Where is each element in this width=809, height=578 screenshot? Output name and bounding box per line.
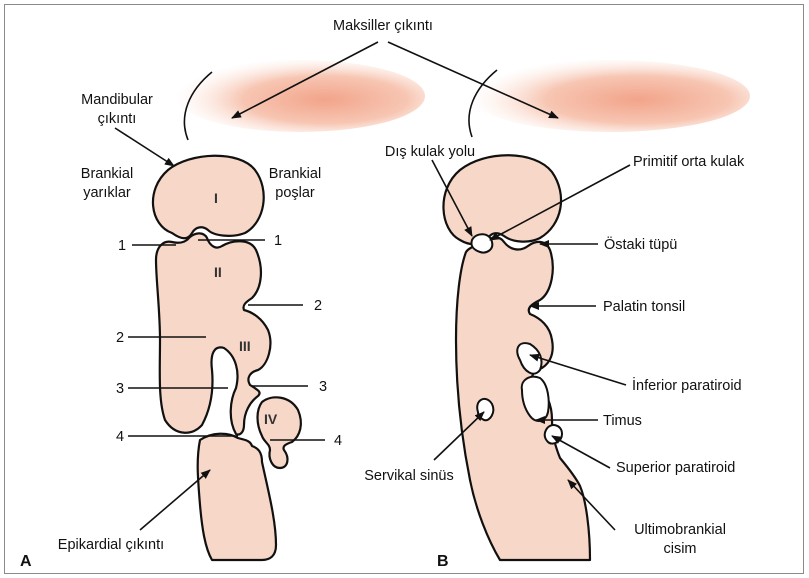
- cleft-4: 4: [116, 429, 124, 445]
- maxillary-label: Maksiller çıkıntı: [333, 18, 433, 34]
- ultimobranchial-label-2: cisim: [663, 541, 696, 557]
- epicardial-label: Epikardial çıkıntı: [58, 537, 164, 553]
- thymus-label: Timus: [603, 413, 642, 429]
- clefts-label-1: Brankial: [81, 166, 133, 182]
- mandibular-label-1: Mandibular: [81, 92, 153, 108]
- eustachian-label: Östaki tüpü: [604, 235, 677, 253]
- ear-canal-label: Dış kulak yolu: [385, 144, 475, 160]
- middle-ear-label: Primitif orta kulak: [633, 154, 745, 170]
- mandibular-label-2: çıkıntı: [98, 111, 137, 127]
- pouch-2: 2: [314, 298, 322, 314]
- pouch-3: 3: [319, 379, 327, 395]
- arch-iv: [258, 397, 301, 468]
- arch-ii-numeral: II: [214, 264, 222, 280]
- cleft-1: 1: [118, 238, 126, 254]
- epicardial-ridge: [198, 434, 276, 560]
- cervical-sinus-label: Servikal sinüs: [364, 468, 453, 484]
- pouch-1: 1: [274, 233, 282, 249]
- palatine-tonsil-label: Palatin tonsil: [603, 299, 685, 315]
- inferior-parathyroid-label: İnferior paratiroid: [632, 376, 742, 394]
- pouches-label-1: Brankial: [269, 166, 321, 182]
- panel-b-letter: B: [437, 553, 449, 570]
- superior-parathyroid-label: Superior paratiroid: [616, 460, 735, 476]
- arch-i-b: [443, 155, 561, 244]
- arch-i: [153, 156, 264, 239]
- cleft-2: 2: [116, 330, 124, 346]
- pouch-4: 4: [334, 433, 342, 449]
- clefts-label-2: yarıklar: [83, 185, 131, 201]
- maxillary-process-a: [175, 60, 425, 140]
- panel-b-derivatives: [443, 155, 590, 560]
- ultimobranchial-label-1: Ultimobrankial: [634, 522, 726, 538]
- arch-i-numeral: I: [214, 190, 218, 206]
- maxillary-process-b: [469, 60, 750, 137]
- panel-a-letter: A: [20, 553, 32, 570]
- arch-iv-numeral: IV: [264, 411, 278, 427]
- arch-iii-numeral: III: [239, 338, 251, 354]
- cleft-3: 3: [116, 381, 124, 397]
- pouches-label-2: poşlar: [275, 185, 315, 201]
